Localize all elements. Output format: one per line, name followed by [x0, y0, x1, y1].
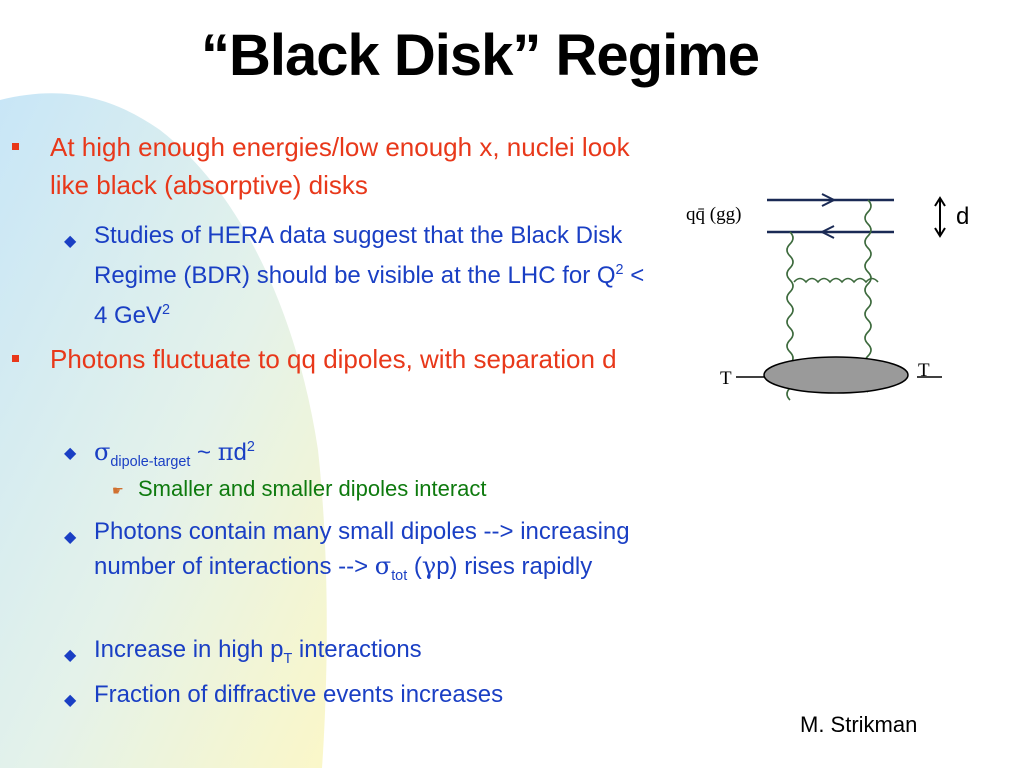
- diamond-bullet-icon: ◆: [64, 529, 77, 546]
- d-variable: d: [233, 439, 247, 466]
- bullet-2-2-text-cont: p) rises rapidly: [436, 553, 593, 580]
- bullet-2-1: ◆ σdipole-target ~ πd2: [64, 430, 664, 480]
- paren: (: [407, 553, 422, 580]
- bullet-2-2-text: Photons contain many small dipoles --> i…: [94, 518, 630, 580]
- gluon-rung: [793, 277, 879, 284]
- bullet-2-2: ◆ Photons contain many small dipoles -->…: [64, 514, 664, 594]
- bullet-2-4-text: Fraction of diffractive events increases: [94, 681, 504, 708]
- superscript: 2: [615, 262, 624, 278]
- dipole-interaction-diagram: qq̄ (gg) d T T: [672, 160, 982, 415]
- diagram-label-t-left: T: [720, 368, 732, 389]
- slide-title: “Black Disk” Regime: [200, 23, 760, 88]
- bullet-1-1-text: Studies of HERA data suggest that the Bl…: [94, 222, 623, 289]
- pi-symbol: π: [217, 438, 234, 466]
- diamond-bullet-icon: ◆: [64, 692, 77, 709]
- bullet-2-3-text: Increase in high p: [94, 636, 284, 663]
- bullet-1-1: ◆ Studies of HERA data suggest that the …: [64, 218, 664, 333]
- diamond-bullet-icon: ◆: [64, 647, 77, 664]
- target-blob: [763, 356, 909, 394]
- diagram-label-t-right: T: [918, 360, 930, 381]
- bullet-2-4: ◆ Fraction of diffractive events increas…: [64, 677, 664, 712]
- bullet-1-text: At high enough energies/low enough x, nu…: [50, 132, 630, 200]
- square-bullet-icon: [12, 355, 19, 362]
- arrow-right-icon: [821, 193, 837, 207]
- subscript: T: [283, 650, 293, 667]
- bullet-1: At high enough energies/low enough x, nu…: [12, 128, 650, 204]
- bullet-2-3: ◆ Increase in high pT interactions: [64, 632, 664, 677]
- diagram-label-d: d: [956, 203, 969, 230]
- arrow-down-icon: [934, 227, 946, 238]
- tilde: ~: [190, 439, 218, 466]
- pointing-hand-icon: ☛: [112, 483, 124, 498]
- bullet-2-1-1-text: Smaller and smaller dipoles interact: [138, 476, 487, 501]
- sigma-symbol: σ: [374, 552, 392, 580]
- subscript: tot: [391, 567, 408, 584]
- gamma-symbol: γ: [421, 552, 437, 580]
- arrow-left-icon: [819, 225, 835, 239]
- bullet-1-1-text-cont: < 4 GeV: [94, 262, 645, 329]
- author-name: M. Strikman: [800, 712, 918, 737]
- diamond-bullet-icon: ◆: [64, 233, 77, 250]
- bullet-2: Photons fluctuate to qq dipoles, with se…: [12, 340, 650, 378]
- bullet-2-1-1: ☛ Smaller and smaller dipoles interact: [112, 474, 638, 504]
- arrow-up-icon: [934, 196, 946, 207]
- diagram-label-qq: qq̄ (gg): [686, 204, 741, 225]
- sigma-symbol: σ: [94, 438, 111, 466]
- superscript: 2: [246, 439, 255, 455]
- bullet-2-3-text-cont: interactions: [292, 636, 422, 663]
- bullet-2-text: Photons fluctuate to qq dipoles, with se…: [50, 344, 617, 374]
- subscript: dipole-target: [110, 453, 191, 470]
- superscript: 2: [162, 302, 171, 318]
- square-bullet-icon: [12, 143, 19, 150]
- diamond-bullet-icon: ◆: [64, 445, 77, 462]
